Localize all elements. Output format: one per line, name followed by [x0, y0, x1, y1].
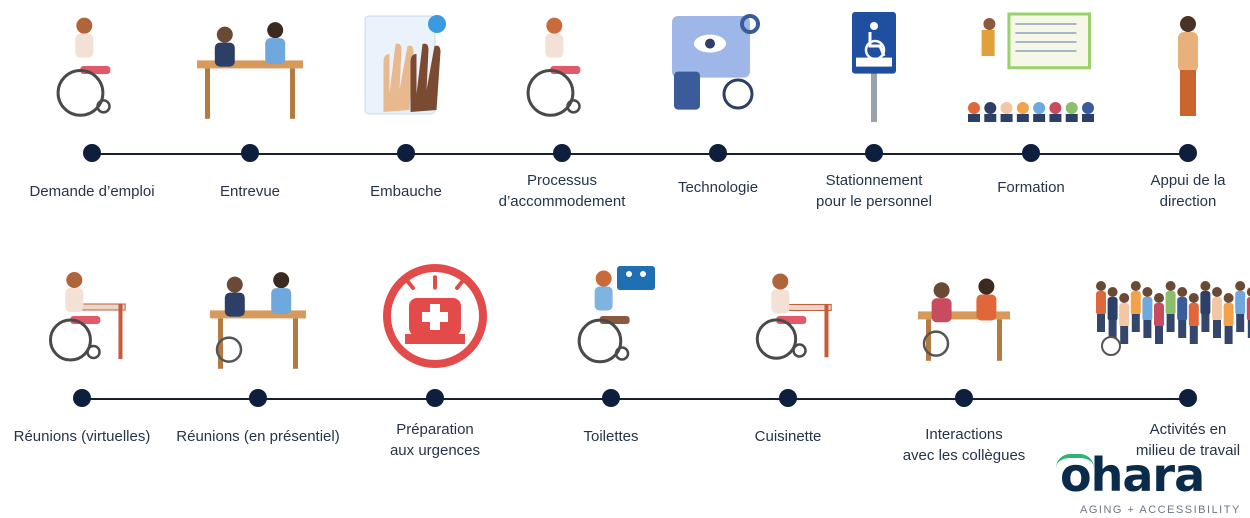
row2-step-6-label: Interactions avec les collègues	[902, 426, 1026, 464]
logo-wordmark: ohara	[1060, 448, 1205, 502]
interview-table-icon	[197, 22, 303, 119]
row1-step-4-dot	[553, 144, 571, 162]
row2-step-1-label: Réunions (virtuelles)	[13, 428, 151, 445]
row1-step-7-label: Formation	[997, 179, 1065, 196]
training-audience-icon	[968, 12, 1094, 122]
manager-standing-icon	[1178, 16, 1198, 116]
row1-step-2-label: Entrevue	[219, 183, 281, 200]
wheelchair-user-phone-icon	[56, 17, 111, 117]
row1-step-5-label: Technologie	[677, 179, 759, 196]
accessibility-tech-icon	[672, 14, 760, 110]
row1-step-1-dot	[83, 144, 101, 162]
logo-tagline: AGING + ACCESSIBILITY	[1080, 504, 1241, 516]
timeline-line-2	[82, 398, 1188, 400]
row2-step-1-dot	[73, 389, 91, 407]
logo-accent-mark	[1056, 454, 1094, 468]
row2-step-6-dot	[955, 389, 973, 407]
row1-step-3-label: Embauche	[370, 183, 442, 200]
row1-step-8-dot	[1179, 144, 1197, 162]
row1-step-3-dot	[397, 144, 415, 162]
row1-step-8-label: Appui de la direction	[1150, 172, 1226, 210]
row1-step-6-label: Stationnement pour le personnel	[816, 172, 932, 210]
row2-step-7-label: Activités en milieu de travail	[1135, 421, 1241, 459]
row1-step-5-dot	[709, 144, 727, 162]
row2-step-2-dot	[249, 389, 267, 407]
accessible-restroom-icon	[577, 266, 655, 364]
group-meeting-icon	[210, 272, 306, 369]
row2-step-2-label: Réunions (en présentiel)	[176, 428, 340, 445]
row2-step-5-dot	[779, 389, 797, 407]
row2-step-3-dot	[426, 389, 444, 407]
row1-step-4-label: Processus d’accommodement	[498, 172, 626, 210]
row2-step-7-dot	[1179, 389, 1197, 407]
wheelchair-kitchenette-icon	[755, 273, 832, 360]
row1-step-1-label: Demande d’emploi	[29, 183, 155, 200]
colleagues-chat-icon	[918, 278, 1010, 361]
row2-step-5-label: Cuisinette	[754, 428, 822, 445]
row2-step-4-label: Toilettes	[583, 428, 639, 445]
row2-step-3-label: Préparation aux urgences	[389, 421, 481, 459]
ohara-logo: ohara AGING + ACCESSIBILITY	[1056, 448, 1250, 518]
row1-step-7-dot	[1022, 144, 1040, 162]
row1-step-6-dot	[865, 144, 883, 162]
row1-step-2-dot	[241, 144, 259, 162]
high-five-icon	[364, 15, 446, 115]
wheelchair-laptop-icon	[48, 272, 126, 362]
wheelchair-user-phone-call-icon	[526, 17, 581, 117]
emergency-siren-icon	[383, 264, 487, 368]
row2-step-4-dot	[602, 389, 620, 407]
parking-sign-icon	[852, 12, 896, 122]
crowd-group-icon	[1096, 281, 1250, 356]
timeline-line-1	[92, 153, 1188, 155]
